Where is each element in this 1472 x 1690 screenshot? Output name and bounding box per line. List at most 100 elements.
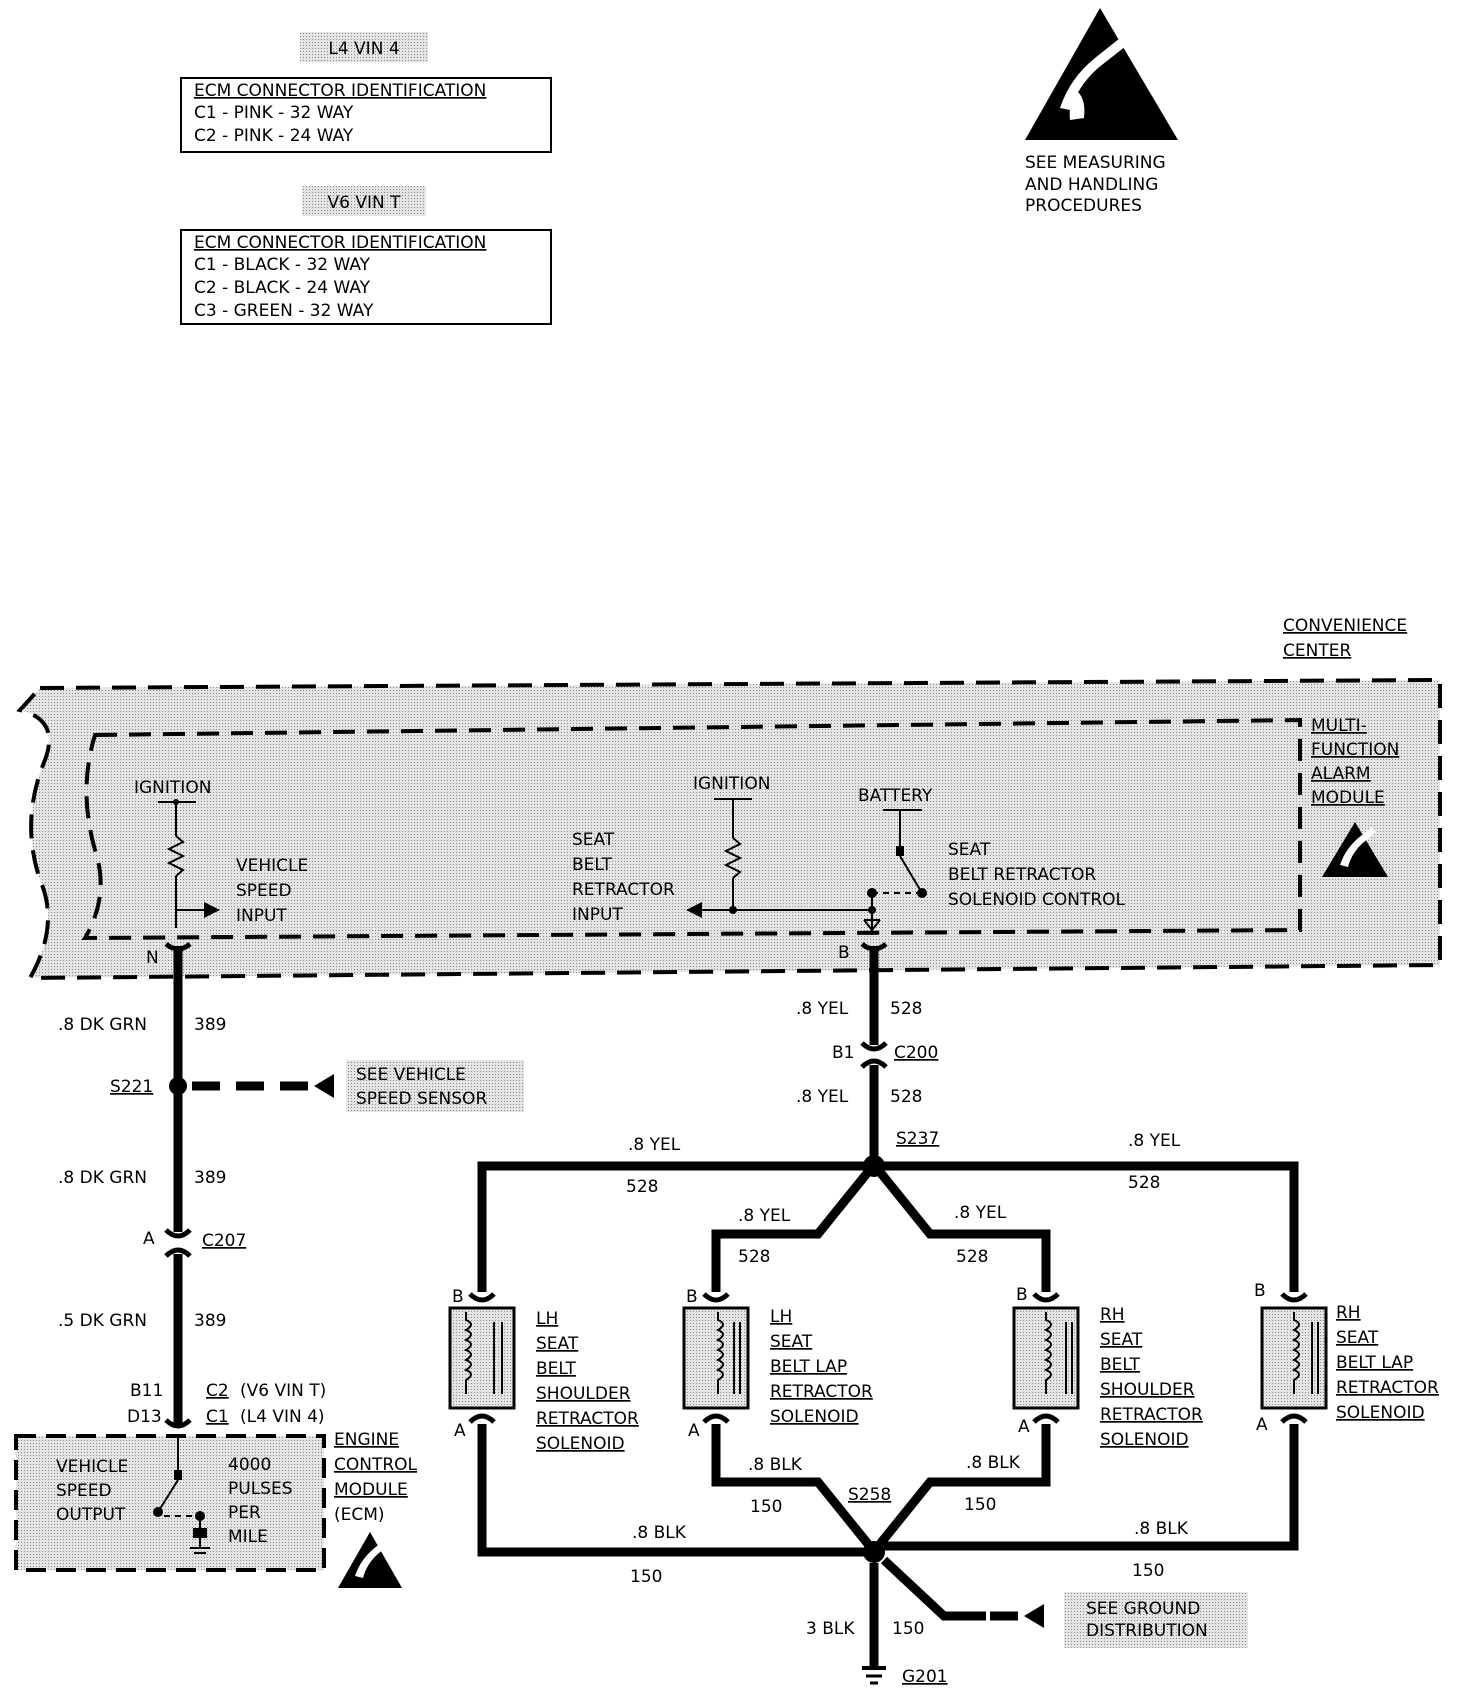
- convenience-center-label: CONVENIENCE: [1283, 616, 1407, 636]
- esd-notice-line: AND HANDLING: [1025, 175, 1158, 195]
- table-row: C3 - GREEN - 32 WAY: [194, 301, 374, 321]
- wire-color-label: 3 BLK: [806, 1619, 855, 1639]
- esd-warning-icon: [1025, 8, 1178, 140]
- solenoid-label: RH: [1336, 1303, 1361, 1323]
- solenoid-label: SOLENOID: [536, 1434, 625, 1454]
- wire-color-label: .8 YEL: [796, 999, 849, 1019]
- convenience-center-label: CENTER: [1283, 641, 1351, 661]
- alarm-module-label: ALARM: [1311, 764, 1371, 784]
- see-vss-label: SEE VEHICLE: [356, 1065, 466, 1085]
- see-vss-bg: [346, 1060, 524, 1112]
- wire-color-label: .8 BLK: [632, 1523, 687, 1543]
- connector-label: C207: [202, 1231, 246, 1251]
- connector-note: (V6 VIN T): [240, 1381, 326, 1401]
- solenoid-label: BELT LAP: [1336, 1353, 1413, 1373]
- circuit-number: 528: [1128, 1173, 1160, 1193]
- wire-color-label: .8 YEL: [1128, 1131, 1181, 1151]
- ecm-pulses-label: 4000: [228, 1455, 271, 1475]
- solenoid-rh-lap: [1260, 1292, 1328, 1424]
- pin-label: B: [452, 1287, 464, 1307]
- solenoid-label: LH: [536, 1309, 558, 1329]
- vehicle-speed-input-label: SPEED: [236, 881, 292, 901]
- solenoid-label: SHOULDER: [536, 1384, 631, 1404]
- solenoid-control-label: BELT RETRACTOR: [948, 865, 1096, 885]
- pin-label: B11: [130, 1381, 163, 1401]
- splice-dot: [169, 1077, 187, 1095]
- circuit-number: 528: [890, 1087, 922, 1107]
- circuit-number: 528: [956, 1247, 988, 1267]
- pin-label: A: [454, 1421, 466, 1441]
- pin-label: B: [1254, 1281, 1266, 1301]
- pin-label: D13: [127, 1407, 162, 1427]
- pin-label: A: [1018, 1417, 1030, 1437]
- solenoid-lh-lap: [682, 1292, 750, 1424]
- pin-label: B: [1016, 1285, 1028, 1305]
- vehicle-speed-input-label: VEHICLE: [236, 856, 308, 876]
- splice-dot: [863, 1155, 885, 1177]
- ignition-label: IGNITION: [693, 774, 770, 794]
- solenoid-label: SHOULDER: [1100, 1380, 1195, 1400]
- retractor-input-label: RETRACTOR: [572, 880, 675, 900]
- splice-label: S221: [110, 1077, 153, 1097]
- solenoid-label: SEAT: [1100, 1330, 1143, 1350]
- connector-label: C2: [206, 1381, 229, 1401]
- ecm-box: [14, 1434, 326, 1572]
- alarm-module-label: FUNCTION: [1311, 740, 1399, 760]
- see-ground-bg: [1064, 1592, 1248, 1648]
- solenoid-label: SEAT: [1336, 1328, 1379, 1348]
- wire-color-label: .8 BLK: [1134, 1519, 1189, 1539]
- pin-label: A: [143, 1229, 155, 1249]
- circuit-number: 150: [750, 1497, 782, 1517]
- solenoid-label: SOLENOID: [1336, 1403, 1425, 1423]
- table-frame: [180, 77, 552, 153]
- splice-label: S237: [896, 1129, 939, 1149]
- circuit-number: 528: [738, 1247, 770, 1267]
- table-row: C1 - BLACK - 32 WAY: [194, 255, 371, 275]
- solenoid-label: RETRACTOR: [770, 1382, 873, 1402]
- solenoid-label: SOLENOID: [770, 1407, 859, 1427]
- solenoid-control-label: SEAT: [948, 840, 991, 860]
- ignition-pullup-left: [158, 799, 220, 928]
- solenoid-label: RETRACTOR: [536, 1409, 639, 1429]
- wire-color-label: .8 DK GRN: [58, 1168, 147, 1188]
- wire-color-label: .8 BLK: [748, 1455, 803, 1475]
- solenoid-label: RETRACTOR: [1100, 1405, 1203, 1425]
- esd-notice-line: PROCEDURES: [1025, 196, 1142, 216]
- wire-528-main: [860, 941, 888, 1177]
- circuit-number: 150: [1132, 1561, 1164, 1581]
- pin-label: A: [688, 1421, 700, 1441]
- ignition-label: IGNITION: [134, 778, 211, 798]
- circuit-number: 150: [964, 1495, 996, 1515]
- esd-warning-icon: [1322, 822, 1388, 877]
- see-vss-label: SPEED SENSOR: [356, 1089, 487, 1109]
- solenoid-label: BELT: [536, 1359, 577, 1379]
- circuit-number: 389: [194, 1168, 226, 1188]
- ecm-pulses-label: PER: [228, 1503, 261, 1523]
- see-ground-label: SEE GROUND: [1086, 1599, 1200, 1619]
- engine-label: V6 VIN T: [328, 193, 402, 213]
- ecm-output-label: OUTPUT: [56, 1505, 126, 1525]
- pin-label: B: [838, 943, 850, 963]
- solenoid-label: SEAT: [770, 1332, 813, 1352]
- ground-label: G201: [902, 1667, 948, 1687]
- ecm-name-label: ENGINE: [334, 1430, 399, 1450]
- circuit-number: 389: [194, 1015, 226, 1035]
- retractor-input-label: INPUT: [572, 905, 623, 925]
- solenoid-label: SEAT: [536, 1334, 579, 1354]
- ecm-pulses-label: PULSES: [228, 1479, 293, 1499]
- ecm-table-l4: L4 VIN 4 ECM CONNECTOR IDENTIFICATION C1…: [180, 32, 552, 153]
- ecm-output-label: SPEED: [56, 1481, 112, 1501]
- splice-dot: [863, 1541, 885, 1563]
- engine-label-bg: [300, 32, 428, 62]
- solenoid-label: BELT LAP: [770, 1357, 847, 1377]
- solenoid-label: RETRACTOR: [1336, 1378, 1439, 1398]
- ecm-pulses-label: MILE: [228, 1527, 268, 1547]
- retractor-input-label: SEAT: [572, 830, 615, 850]
- ecm-name-label: CONTROL: [334, 1455, 418, 1475]
- wire-color-label: .8 YEL: [796, 1087, 849, 1107]
- pin-label: A: [1256, 1415, 1268, 1435]
- circuit-number: 389: [194, 1311, 226, 1331]
- solenoid-rh-shoulder: [1012, 1292, 1080, 1424]
- esd-notice-line: SEE MEASURING: [1025, 153, 1166, 173]
